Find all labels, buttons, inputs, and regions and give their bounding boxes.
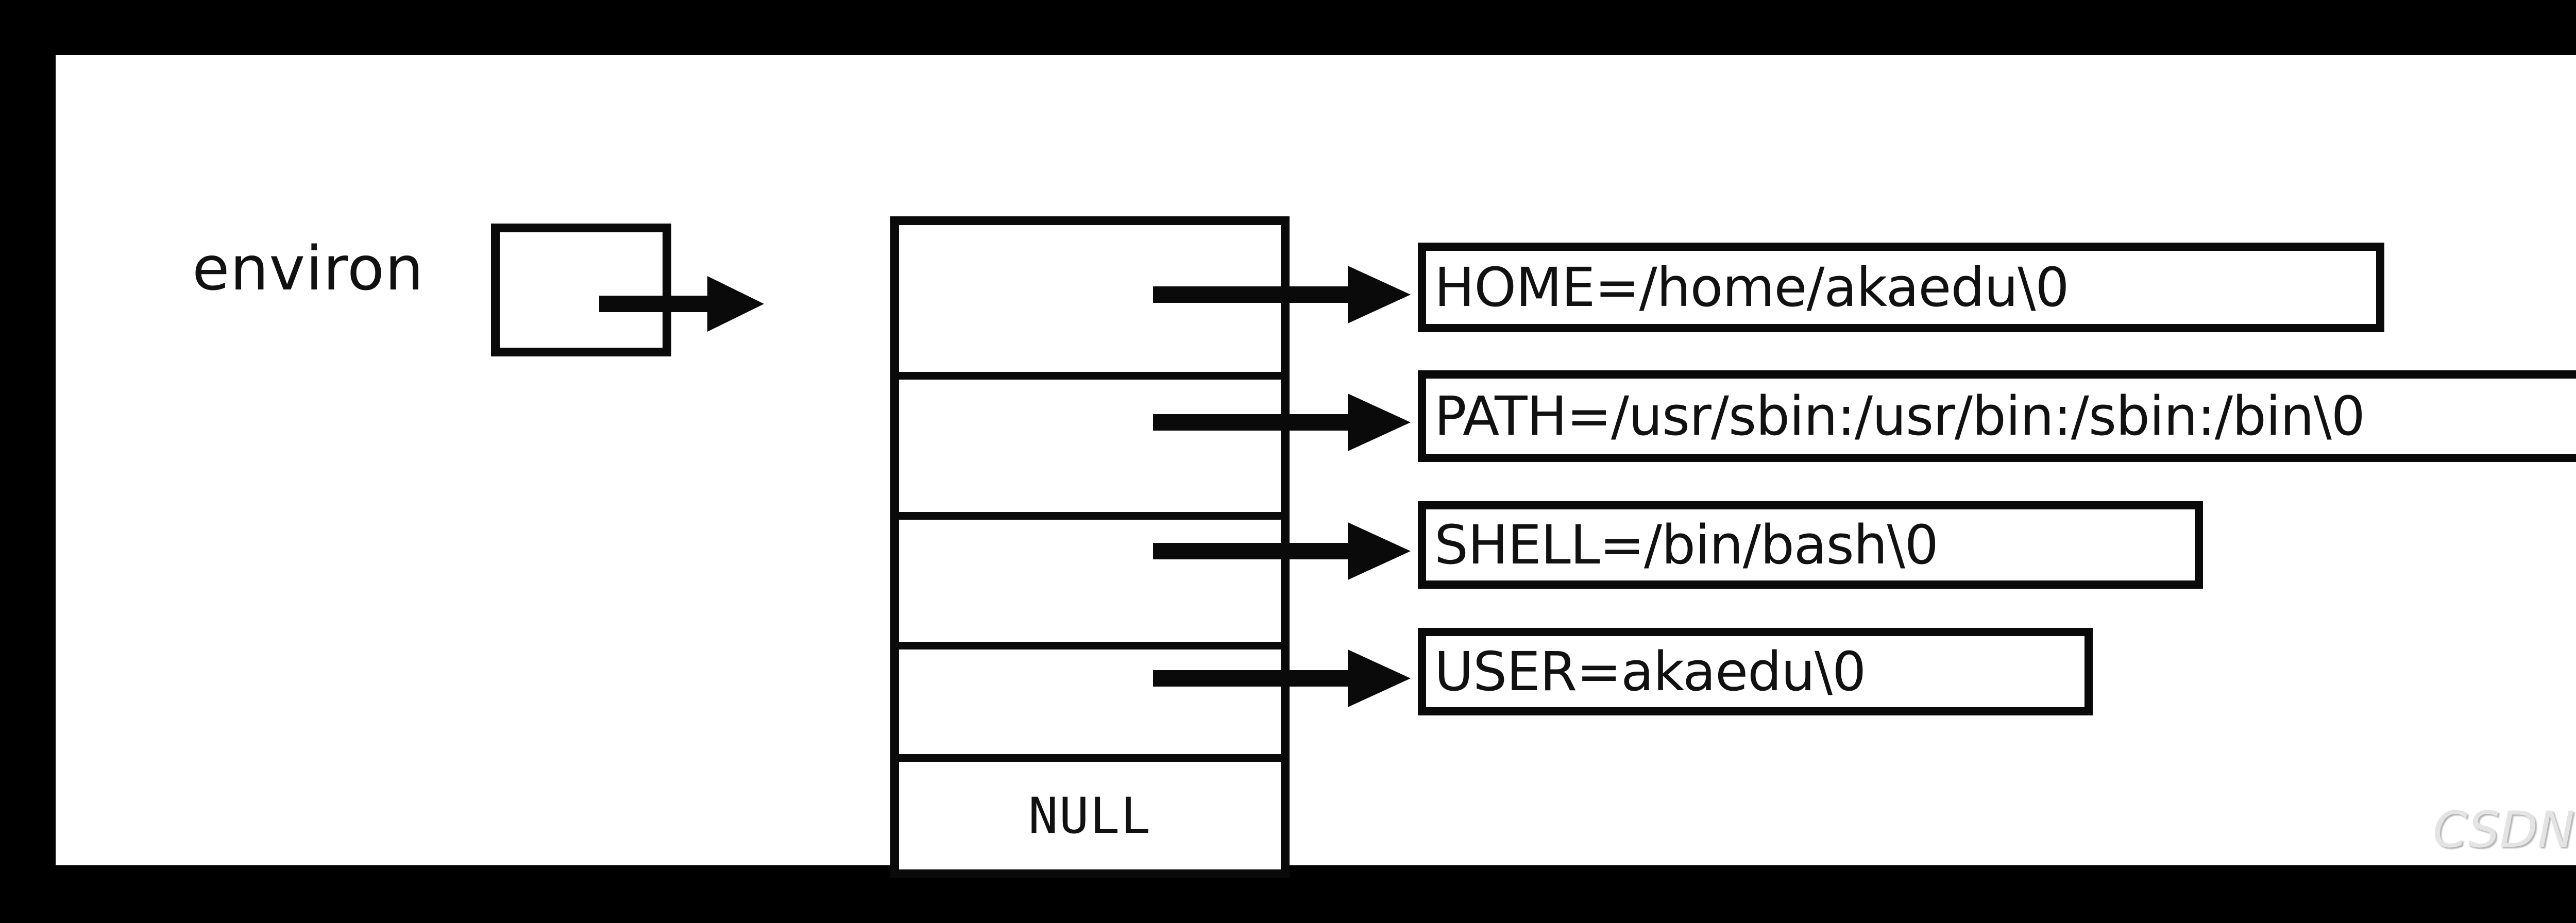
environ-variable-label: environ (192, 233, 424, 304)
arrow-cell0-to-home (1153, 266, 1411, 323)
string-box-home: HOME=/home/akaedu\0 (1418, 243, 2384, 332)
env-cell-null: NULL (899, 762, 1281, 869)
arrow-environ-to-array (599, 276, 764, 332)
string-text-path: PATH=/usr/sbin:/usr/bin:/sbin:/bin\0 (1434, 385, 2365, 448)
env-cell-3 (899, 649, 1281, 762)
string-box-user: USER=akaedu\0 (1418, 628, 2093, 715)
arrow-cell3-to-user (1153, 649, 1411, 707)
string-text-home: HOME=/home/akaedu\0 (1434, 256, 2070, 319)
arrow-cell1-to-path (1153, 394, 1411, 451)
null-label: NULL (1028, 787, 1152, 845)
string-box-path: PATH=/usr/sbin:/usr/bin:/sbin:/bin\0 (1418, 370, 2576, 462)
arrow-cell2-to-shell (1153, 522, 1411, 580)
string-box-shell: SHELL=/bin/bash\0 (1418, 501, 2203, 589)
env-cell-2 (899, 520, 1281, 649)
string-text-user: USER=akaedu\0 (1434, 640, 1866, 703)
env-cell-1 (899, 380, 1281, 520)
environ-pointer-box (491, 224, 671, 356)
string-text-shell: SHELL=/bin/bash\0 (1434, 514, 1939, 576)
csdn-watermark: CSDN @序属秋秋秋 (2433, 801, 2576, 859)
diagram-canvas: environ NULL HOME=/home/akaedu\0 PATH= (56, 55, 2576, 878)
